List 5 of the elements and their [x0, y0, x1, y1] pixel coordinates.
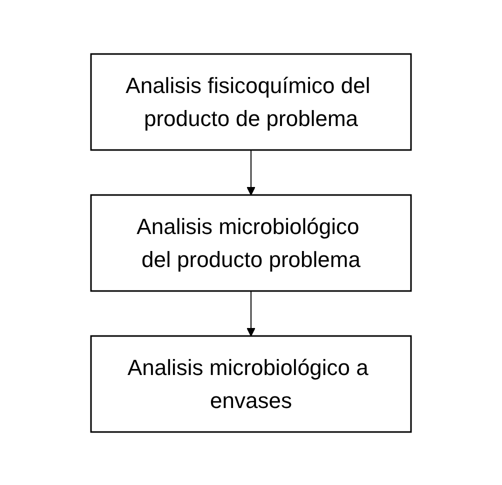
arrow	[246, 149, 256, 195]
arrow	[246, 290, 256, 336]
node-box: Analisis microbiológico a envases	[90, 334, 412, 432]
node-box: Analisis fisicoquímico del producto de problema	[90, 52, 412, 150]
node-box: Analisis microbiológico del producto problema	[90, 194, 412, 292]
